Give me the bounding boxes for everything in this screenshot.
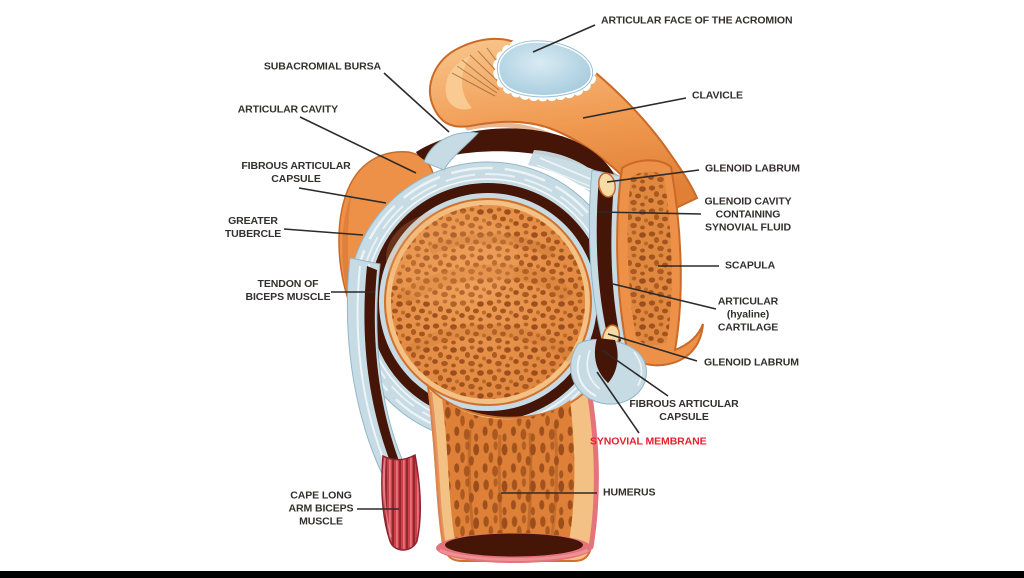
supraspinatus-fiber-fan [528,150,605,196]
leader-line-articular-face-acromion [532,24,596,53]
leader-line-articular-cavity [299,116,417,174]
acromion-articular-face [492,36,598,102]
humerus-shaft [426,382,599,563]
leader-line-articular-hyaline-cartilage [612,283,717,310]
humeral-head [347,161,629,443]
bursa-blue-cap [423,131,480,171]
inferior-capsule-pouch [570,338,647,405]
leader-line-fibrous-articular-capsule-upper [298,187,387,204]
shaft-trabecular-texture [442,398,575,541]
synovial-membrane-fold [594,338,618,383]
greater-tubercle-shadow [342,192,356,310]
glenoid-labrum-upper-wedge [598,172,616,198]
leader-line-glenoid-cavity-synovial-fluid [597,211,702,215]
biceps-muscle [381,453,421,551]
trabecular-bone-texture [391,205,585,399]
medullary-cavity [445,533,583,557]
leader-line-clavicle [582,97,687,119]
synovial-fluid-space [596,178,621,346]
biceps-tendon [364,266,399,464]
leader-line-synovial-membrane [596,371,640,434]
scapula-bone [616,159,704,367]
scapula-trabecular-texture [627,171,672,346]
leader-line-glenoid-labrum-lower [607,333,698,362]
leader-line-fibrous-articular-capsule-lower [601,349,669,397]
leader-line-glenoid-labrum-upper [606,169,700,183]
bottom-bar [0,571,1024,578]
leader-line-subacromial-bursa [383,72,450,133]
leader-line-greater-tubercle [283,228,364,236]
